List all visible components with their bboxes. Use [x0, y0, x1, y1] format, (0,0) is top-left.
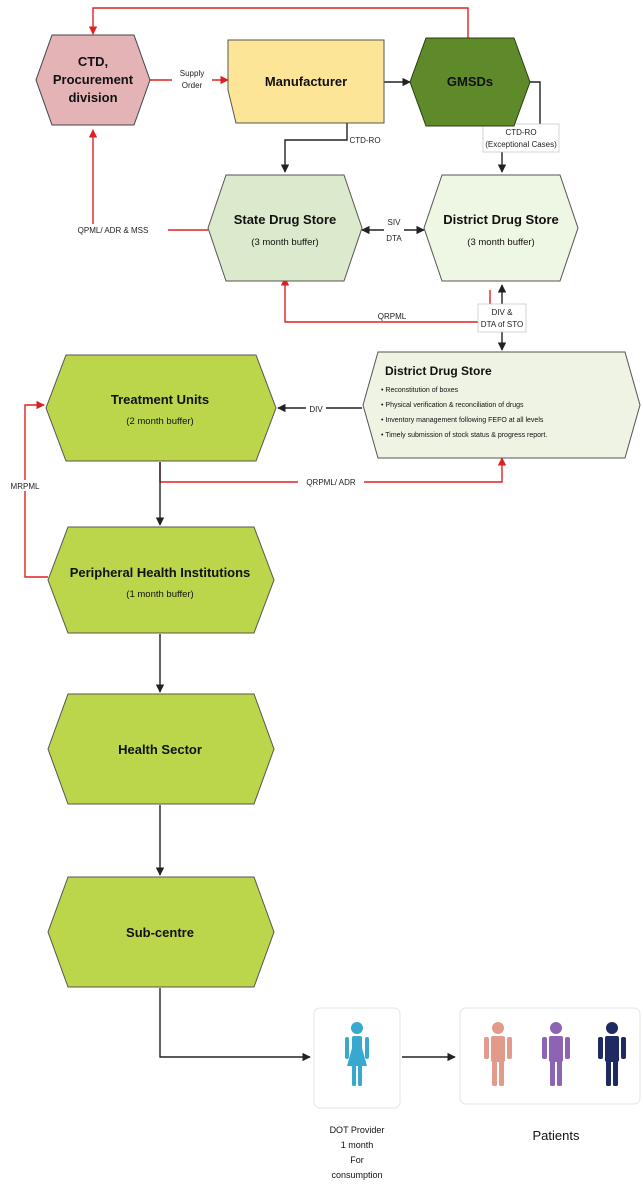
manufacturer-node: Manufacturer [227, 39, 385, 124]
phi-node: Peripheral Health Institutions (1 month … [47, 526, 275, 634]
qrpml-adr-label: QRPML/ ADR [306, 478, 356, 487]
dot-consumption-label: consumption [331, 1170, 382, 1180]
siv-label: SIV [388, 218, 402, 227]
div-dta-label: DIV & [492, 308, 514, 317]
dta-label: DTA [386, 234, 402, 243]
ctd-ro-label: CTD-RO [349, 136, 380, 145]
ctd-ro-to-state-arrow [280, 123, 348, 173]
supply-order-label-2: Order [182, 81, 203, 90]
patients-card: Patients [459, 1007, 641, 1143]
dot-duration-label: 1 month [341, 1140, 374, 1150]
dta-of-sto-label: DTA of STO [481, 320, 523, 329]
state-store-buffer: (3 month buffer) [251, 237, 318, 248]
procurement-label: Procurement [53, 72, 134, 87]
exceptional-cases-label: (Exceptional Cases) [485, 140, 557, 149]
phi-title: Peripheral Health Institutions [70, 565, 251, 580]
manufacturer-label: Manufacturer [265, 74, 347, 89]
bullet-3: • Inventory management following FEFO at… [381, 417, 544, 424]
supply-order-label: Supply [180, 69, 204, 78]
division-label: division [68, 90, 117, 105]
patients-label: Patients [533, 1128, 580, 1143]
male-person-icon [484, 1022, 512, 1086]
district-store-detail-node: District Drug Store • Reconstitution of … [362, 351, 641, 459]
bullet-2: • Physical verification & reconciliation… [381, 402, 524, 409]
treatment-units-buffer: (2 month buffer) [126, 416, 193, 427]
dot-provider-card: DOT Provider 1 month For consumption [313, 1007, 401, 1180]
treatment-units-node: Treatment Units (2 month buffer) [45, 354, 277, 462]
gmsds-to-ctd-feedback-arrow [88, 7, 469, 38]
state-to-ctd-feedback-arrow [88, 129, 208, 231]
edge-labels: Supply Order CTD-RO CTD-RO (Exceptional … [8, 66, 560, 491]
district-drug-store-node: District Drug Store (3 month buffer) [423, 174, 579, 282]
sub-centre-node: Sub-centre [47, 876, 275, 988]
div-label: DIV [309, 405, 323, 414]
bullet-1: • Reconstitution of boxes [381, 387, 459, 394]
mrpml-label: MRPML [11, 482, 40, 491]
ctd-ro-exceptional-label: CTD-RO [505, 128, 536, 137]
ctd-label: CTD, [78, 54, 108, 69]
dot-provider-label: DOT Provider [330, 1125, 385, 1135]
phi-buffer: (1 month buffer) [126, 589, 193, 600]
sub-centre-title: Sub-centre [126, 925, 194, 940]
detail-title: District Drug Store [385, 364, 492, 378]
qpml-label: QPML/ ADR & MSS [78, 226, 149, 235]
district-store-buffer: (3 month buffer) [467, 237, 534, 248]
ctd-procurement-node: CTD, Procurement division [35, 34, 151, 126]
gmsds-node: GMSDs [409, 37, 531, 127]
state-store-title: State Drug Store [234, 212, 337, 227]
treatment-units-title: Treatment Units [111, 392, 209, 407]
health-sector-title: Health Sector [118, 742, 202, 757]
district-store-title: District Drug Store [443, 212, 559, 227]
male-person-icon [598, 1022, 626, 1086]
health-sector-node: Health Sector [47, 693, 275, 805]
gmsds-label: GMSDs [447, 74, 493, 89]
qrpml-top-label: QRPML [378, 312, 407, 321]
state-drug-store-node: State Drug Store (3 month buffer) [207, 174, 363, 282]
subcentre-to-dot-arrow [159, 988, 311, 1062]
female-person-icon [345, 1022, 369, 1086]
male-person-icon [542, 1022, 570, 1086]
dot-for-label: For [350, 1155, 364, 1165]
bullet-4: • Timely submission of stock status & pr… [381, 432, 547, 439]
